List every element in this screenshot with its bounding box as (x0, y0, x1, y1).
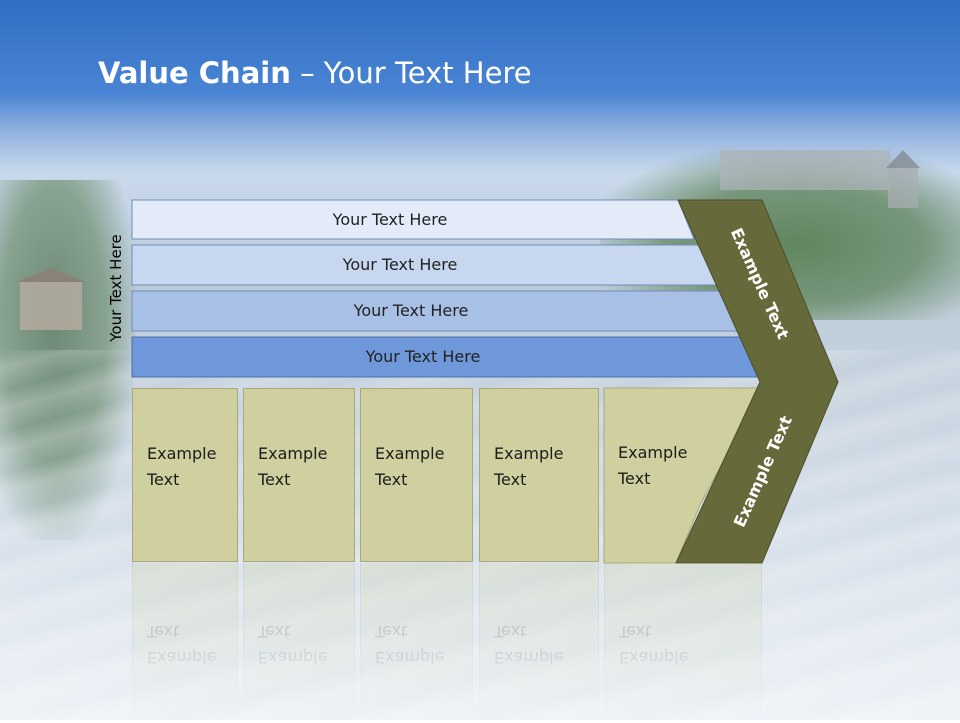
chevron-shape (675, 199, 839, 564)
cell-4: Example Text (479, 388, 599, 562)
cell-1-label: Example Text (147, 444, 217, 489)
cell-1: Example Text (132, 388, 238, 562)
background-trees-left (0, 180, 135, 540)
cell-2-label: Example Text (258, 444, 328, 489)
band-2-label: Your Text Here (342, 255, 458, 274)
title-bold: Value Chain (98, 56, 291, 90)
band-4: Your Text Here (132, 337, 744, 376)
cell-5-label: Example Text (618, 443, 688, 488)
band-1-label: Your Text Here (332, 210, 448, 229)
background-house (16, 268, 86, 330)
band-3: Your Text Here (132, 291, 720, 330)
slide-title: Value Chain – Your Text Here (98, 56, 532, 90)
cell-3: Example Text (360, 388, 473, 562)
band-4-label: Your Text Here (365, 347, 481, 366)
band-1-shape (131, 199, 695, 240)
cell-4-label: Example Text (494, 444, 564, 489)
background-tower (886, 150, 920, 208)
title-rest: – Your Text Here (290, 56, 532, 90)
band-1: Your Text Here (132, 200, 678, 239)
band-2: Your Text Here (132, 245, 698, 284)
band-3-label: Your Text Here (353, 301, 469, 320)
cell-3-label: Example Text (375, 444, 445, 489)
background-castle (720, 150, 890, 190)
cell-5-shape (603, 387, 763, 564)
cell-2: Example Text (243, 388, 355, 562)
cell-5: Example Text (604, 388, 724, 562)
